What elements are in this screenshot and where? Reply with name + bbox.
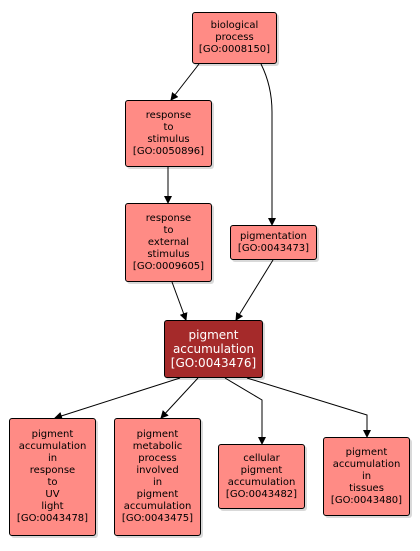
node-label-line: pigmentation [240,230,307,242]
node-label-line: in [152,477,163,488]
node-pigmentation[interactable]: pigmentation[GO:0043473] [230,225,317,260]
node-label-line: [GO:0009605] [132,260,205,272]
edge-pigment-accumulation-to-uv [54,377,181,420]
node-label-line: pigment [136,429,179,440]
node-label-line: pigment [240,464,283,476]
node-label-line: in [47,453,58,464]
node-label-line: [GO:0043473] [237,242,310,254]
node-label-line: external [147,236,190,248]
node-label-line: to [163,121,174,133]
node-label-line: light [41,501,64,512]
node-label-line: stimulus [147,248,190,260]
node-label-line: [GO:0043480] [330,494,403,506]
node-label-line: involved [136,465,179,476]
edge-pigmentation-to-pigment-accumulation [235,259,274,321]
edge-biological-process-to-pigmentation [260,63,276,226]
node-label-line: in [361,470,372,482]
node-label-line: biological [210,20,259,31]
node-label-line: UV [45,489,60,500]
edge-biological-process-to-response-to-stimulus [170,63,200,101]
node-label-line: to [163,224,174,236]
node-label-line: process [215,32,254,43]
node-label-line: accumulation [18,441,87,452]
node-label-line: pigment [136,489,179,500]
node-label-line: to [47,477,58,488]
node-label-line: [GO:0008150] [198,44,271,55]
node-label-line: response [29,465,76,476]
node-label-line: pigment [345,446,388,458]
node-label-line: response [145,109,192,121]
node-label-line: accumulation [123,501,192,512]
edge-pigment-accumulation-to-cellular [224,377,266,445]
node-label-line: [GO:0043482] [225,488,298,500]
node-label-line: [GO:0043478] [16,513,89,524]
node-label-line: stimulus [147,133,190,145]
node-label-line: process [138,453,177,464]
node-label-line: accumulation [227,476,296,488]
node-label-line: accumulation [172,342,255,356]
node-label-line: tissues [349,482,384,494]
node-label-line: [GO:0050896] [132,145,205,157]
node-label-line: accumulation [332,458,401,470]
node-label-line: [GO:0043476] [170,356,257,370]
node-label-line: response [145,212,192,224]
node-label-line: pigment [31,429,74,440]
node-label-line: metabolic [132,441,183,452]
edge-pigment-accumulation-to-tissues [246,377,371,438]
node-label-line: pigment [188,328,239,342]
node-label-line: [GO:0043475] [121,513,194,524]
edge-external-stimulus-to-pigment-accumulation [171,281,188,321]
edge-pigment-accumulation-to-metabolic [160,377,199,419]
node-label-line: cellular [243,452,280,464]
